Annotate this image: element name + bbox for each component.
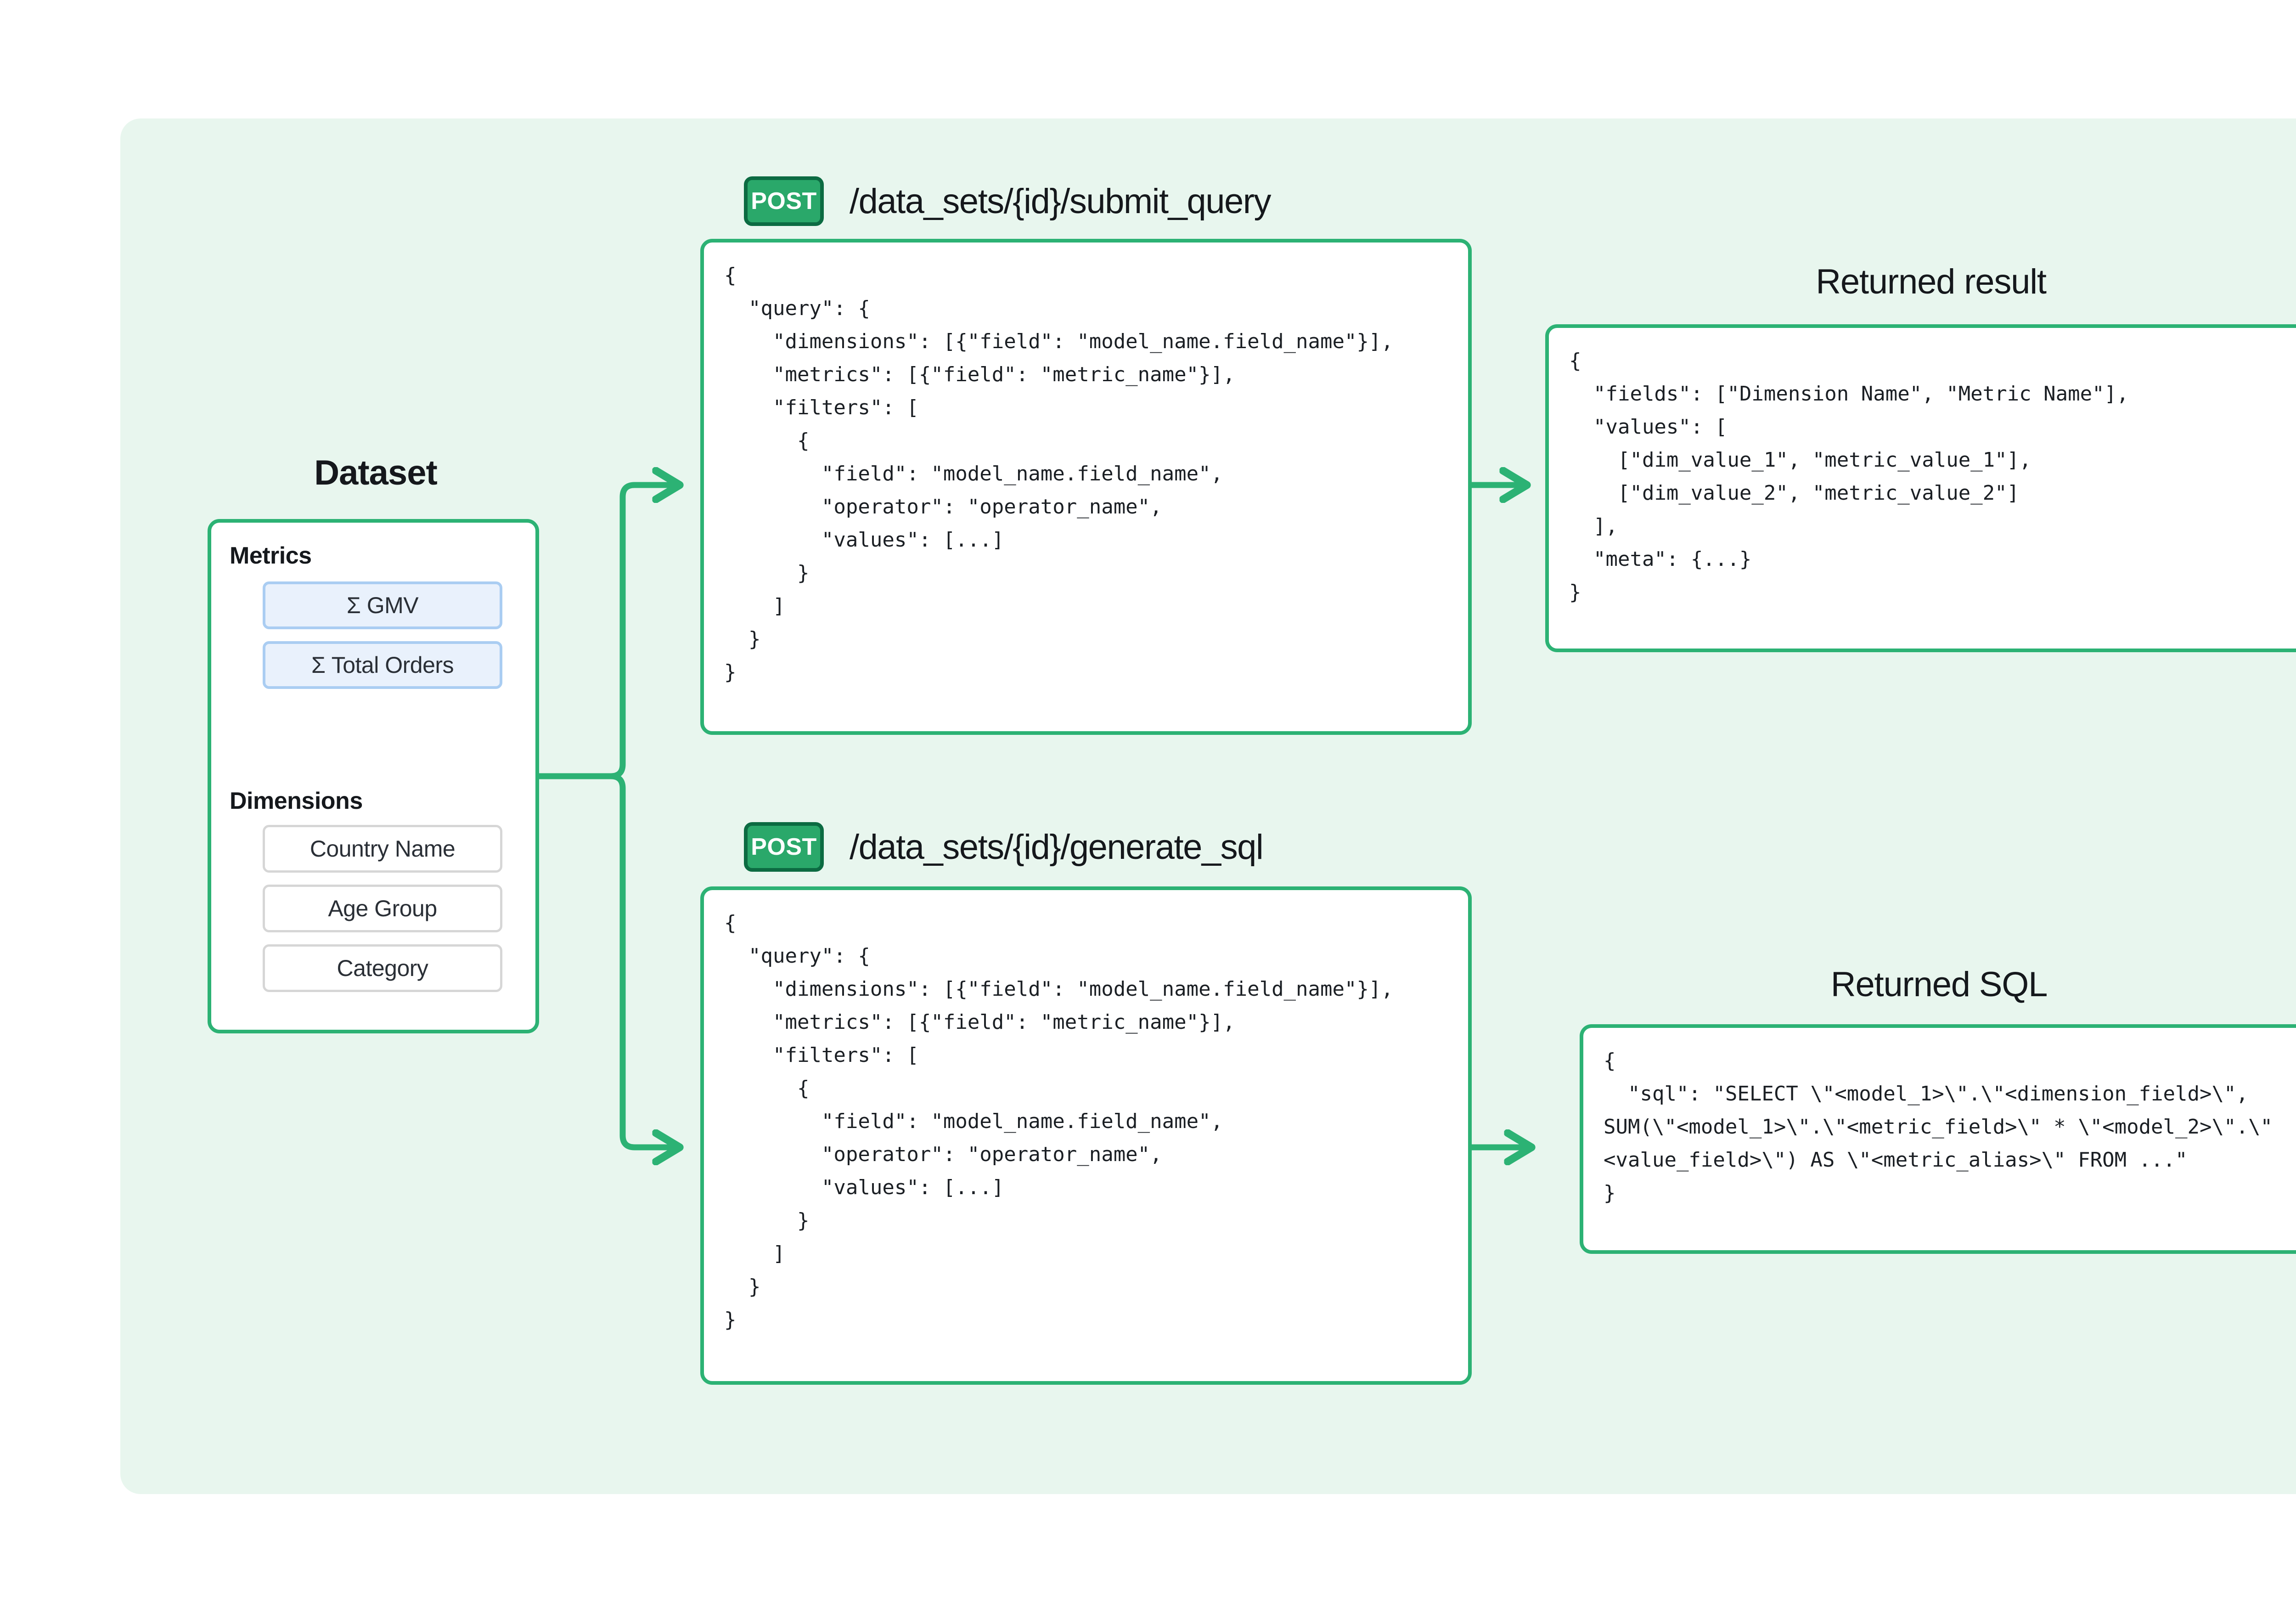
dataset-title: Dataset	[314, 453, 438, 492]
method-badge-post-submit-query: POST	[744, 176, 824, 226]
response-body-code-returned-result: { "fields": ["Dimension Name", "Metric N…	[1569, 349, 2129, 604]
endpoint-header-generate-sql: POST /data_sets/{id}/generate_sql	[744, 822, 1264, 872]
request-body-box-generate-sql: { "query": { "dimensions": [{"field": "m…	[700, 886, 1472, 1385]
endpoint-path-submit-query: /data_sets/{id}/submit_query	[850, 181, 1272, 221]
endpoint-header-submit-query: POST /data_sets/{id}/submit_query	[744, 176, 1272, 226]
returned-sql-caption: Returned SQL	[1830, 965, 2048, 1004]
response-body-box-returned-sql: { "sql": "SELECT \"<model_1>\".\"<dimens…	[1580, 1024, 2296, 1254]
metric-chip-gmv[interactable]: Σ GMV	[263, 581, 502, 629]
dimensions-section-label: Dimensions	[230, 788, 363, 814]
request-body-box-submit-query: { "query": { "dimensions": [{"field": "m…	[700, 239, 1472, 735]
request-body-code-submit-query: { "query": { "dimensions": [{"field": "m…	[724, 264, 1393, 684]
metrics-section-label: Metrics	[230, 542, 312, 569]
metric-chip-total-orders[interactable]: Σ Total Orders	[263, 641, 502, 689]
returned-result-caption: Returned result	[1816, 262, 2047, 301]
response-body-box-returned-result: { "fields": ["Dimension Name", "Metric N…	[1545, 324, 2296, 652]
dimension-chip-category[interactable]: Category	[263, 944, 502, 992]
dimension-chip-age-group[interactable]: Age Group	[263, 885, 502, 932]
endpoint-path-generate-sql: /data_sets/{id}/generate_sql	[850, 827, 1264, 867]
response-body-code-returned-sql: { "sql": "SELECT \"<model_1>\".\"<dimens…	[1604, 1049, 2273, 1205]
request-body-code-generate-sql: { "query": { "dimensions": [{"field": "m…	[724, 911, 1393, 1331]
method-badge-post-generate-sql: POST	[744, 822, 824, 872]
dataset-card: Metrics Σ GMV Σ Total Orders Dimensions …	[208, 519, 539, 1033]
dimension-chip-country-name[interactable]: Country Name	[263, 825, 502, 873]
